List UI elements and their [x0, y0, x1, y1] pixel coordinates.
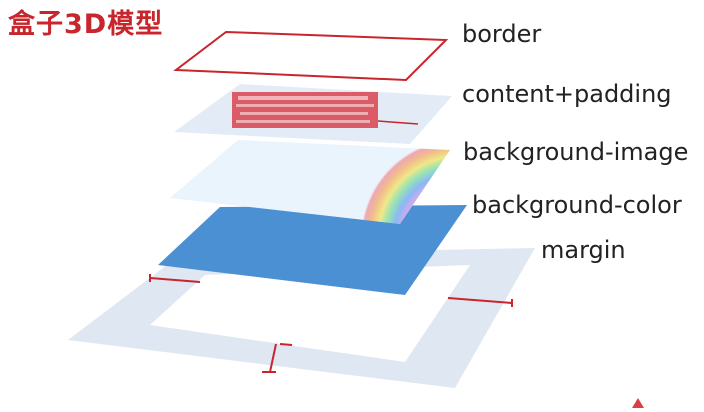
text-block-icon	[232, 92, 378, 128]
margin-tick-bottom	[269, 343, 277, 373]
logo-icon	[632, 398, 644, 408]
label-background-color: background-color	[472, 191, 682, 219]
content-padding-marker	[377, 120, 419, 125]
label-content-padding: content+padding	[462, 80, 672, 108]
margin-tick-bottom-cap	[279, 343, 293, 346]
label-border: border	[462, 20, 542, 48]
page-title: 盒子3D模型	[8, 9, 164, 40]
label-margin: margin	[541, 236, 626, 264]
margin-tick-right	[447, 297, 513, 304]
background-color-layer	[158, 205, 467, 295]
border-layer	[173, 30, 449, 82]
margin-layer	[68, 248, 535, 388]
margin-tick-left	[149, 277, 201, 283]
label-background-image: background-image	[463, 138, 689, 166]
